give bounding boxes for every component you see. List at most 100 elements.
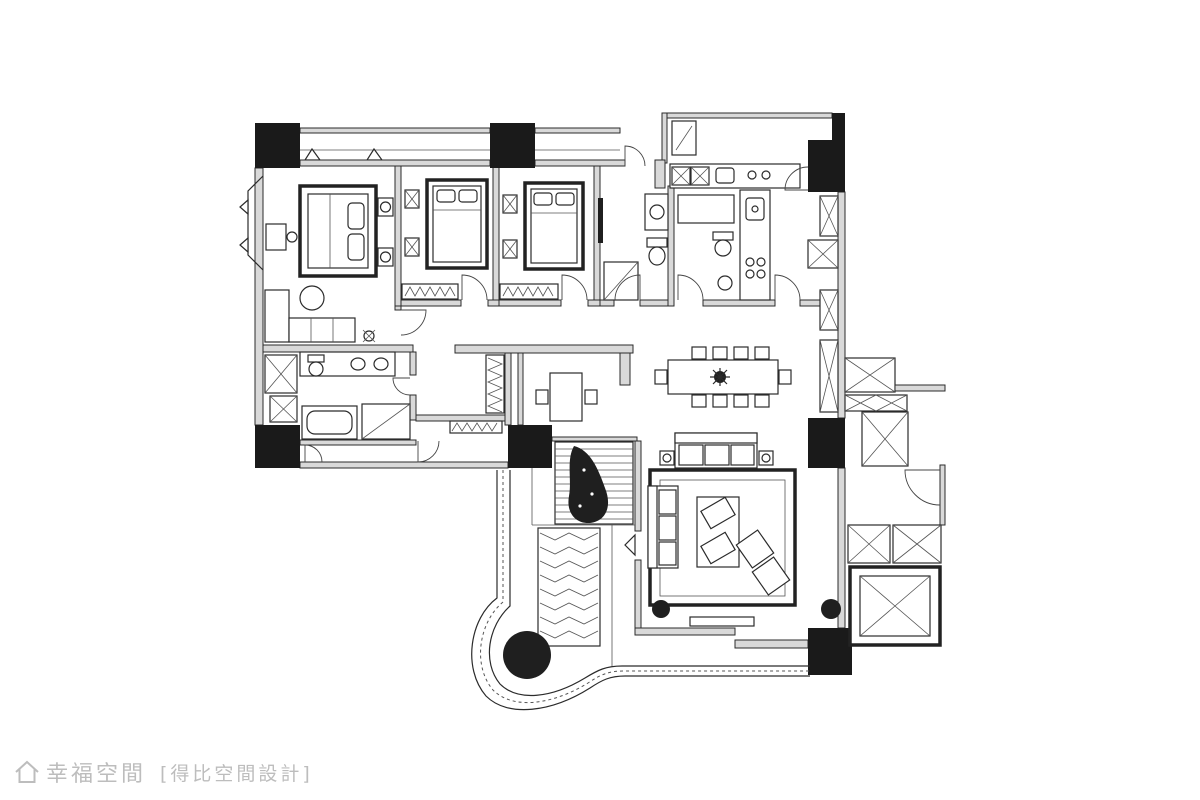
wall	[634, 627, 736, 636]
round-table	[299, 285, 325, 311]
service-balcony-wall	[661, 112, 668, 164]
balcony-outer-edge	[471, 470, 810, 711]
house-icon-graphic	[15, 760, 39, 783]
nightstand-mark	[404, 237, 420, 257]
elevator-mark	[859, 575, 931, 637]
column	[255, 425, 300, 468]
column	[508, 425, 552, 468]
master-bedroom	[264, 184, 394, 343]
wall	[517, 352, 524, 426]
dining-chair	[712, 394, 728, 408]
shower-door	[361, 403, 411, 440]
deck-pattern	[539, 560, 599, 569]
stove-burner	[745, 269, 755, 279]
cabinet-mark	[269, 395, 298, 423]
door-swing	[614, 274, 641, 301]
coffee-table-tray	[700, 496, 736, 530]
pillow	[458, 189, 478, 203]
wardrobe-hangers	[404, 286, 456, 297]
sofa-cushion	[658, 489, 677, 515]
wall	[394, 165, 402, 307]
kitchen	[669, 163, 839, 301]
wall	[654, 159, 666, 189]
sofa-section	[288, 317, 356, 343]
cabinet-mark	[690, 166, 710, 186]
staircase	[554, 441, 634, 525]
house-outline	[15, 760, 39, 783]
wall	[492, 165, 500, 307]
toilet-icon	[308, 361, 324, 377]
wall	[299, 159, 491, 167]
column	[808, 628, 852, 675]
study	[535, 372, 598, 422]
bathroom-1	[598, 193, 669, 301]
deck-pattern	[539, 616, 599, 625]
door-swing	[561, 274, 588, 301]
armchair	[735, 529, 775, 569]
coffee-table-tray	[700, 531, 736, 565]
nightstand-mark	[404, 189, 420, 209]
door-swing	[461, 274, 488, 301]
column	[255, 123, 300, 168]
stove-burner	[745, 257, 755, 267]
pillow	[555, 192, 575, 206]
lamp-icon	[662, 453, 672, 463]
tree-icon	[503, 631, 551, 679]
entry-door-swing	[904, 469, 941, 506]
balcony-inner-edge	[488, 470, 810, 697]
watermark-brand: 幸福空間	[46, 762, 147, 787]
window-marker	[624, 533, 636, 557]
door-swing	[392, 377, 411, 396]
wall	[262, 344, 414, 353]
centerpiece-petals	[710, 368, 730, 386]
lamp-icon	[379, 251, 392, 263]
sofa-cushion	[730, 444, 755, 466]
dining-chair	[733, 346, 749, 360]
wall	[299, 461, 509, 469]
door-swing	[784, 166, 809, 191]
hangers	[486, 357, 504, 413]
wall	[394, 305, 402, 311]
wardrobe	[499, 283, 559, 300]
window-marker	[303, 147, 322, 161]
column	[832, 113, 845, 140]
door-swing	[677, 274, 704, 301]
dining-chair	[654, 369, 668, 385]
wall	[894, 384, 946, 392]
wall	[409, 351, 417, 376]
shower-door	[603, 261, 639, 301]
balcony-rail	[534, 127, 621, 134]
dressing-table	[265, 223, 287, 251]
bedroom-2	[401, 178, 489, 300]
dining-chair	[733, 394, 749, 408]
cabinet-mark	[819, 289, 839, 331]
shoe-cabinet	[844, 394, 908, 412]
pebble	[590, 492, 594, 496]
window-marker	[239, 236, 249, 254]
deck-pattern	[539, 532, 599, 541]
wall	[599, 299, 615, 307]
column	[490, 123, 535, 168]
toilet-icon	[648, 246, 666, 266]
wall	[634, 440, 642, 532]
stove-burner	[761, 170, 771, 180]
window-marker	[365, 147, 384, 161]
watermark: 幸福空間 [得比空間設計]	[14, 752, 313, 792]
sofa-cushion	[658, 541, 677, 566]
lamp-icon	[761, 453, 771, 463]
wall	[400, 299, 462, 307]
wall	[667, 185, 675, 307]
deck-pattern	[539, 602, 599, 611]
door-swing	[774, 274, 801, 301]
house-icon	[14, 759, 40, 785]
sink-icon	[373, 357, 389, 371]
structural-columns	[255, 113, 852, 675]
bathtub-basin	[306, 410, 353, 435]
living-room	[624, 432, 841, 627]
cabinet-mark	[671, 166, 691, 186]
wardrobe	[401, 283, 459, 300]
shaft-mark	[844, 357, 896, 393]
water-heater-mark	[675, 125, 693, 151]
sink-icon	[715, 167, 735, 184]
